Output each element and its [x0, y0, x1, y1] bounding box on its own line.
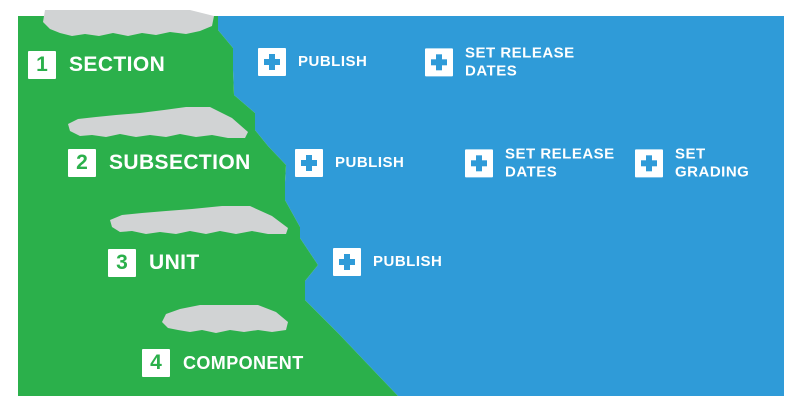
- action-label: PUBLISH: [335, 154, 405, 172]
- action-set-grading-subsection[interactable]: SET GRADING: [635, 145, 749, 180]
- plus-icon: [258, 48, 286, 76]
- torn-strip-4: [162, 305, 288, 333]
- action-label: PUBLISH: [298, 53, 368, 71]
- level-name-label: SUBSECTION: [109, 151, 251, 174]
- level-section[interactable]: 1 SECTION: [28, 51, 165, 79]
- action-set-release-dates-section[interactable]: SET RELEASE DATES: [425, 44, 575, 79]
- torn-strip-2: [68, 107, 248, 138]
- torn-strip-1: [43, 10, 214, 36]
- level-number-badge: 1: [28, 51, 56, 79]
- level-unit[interactable]: 3 UNIT: [108, 249, 200, 277]
- plus-icon: [333, 248, 361, 276]
- plus-icon: [425, 48, 453, 76]
- blue-region: [218, 16, 784, 396]
- action-label: SET RELEASE DATES: [505, 145, 615, 180]
- green-region: [18, 16, 398, 396]
- plus-icon: [295, 149, 323, 177]
- level-component[interactable]: 4 COMPONENT: [142, 349, 304, 377]
- level-number-badge: 3: [108, 249, 136, 277]
- action-label: SET GRADING: [675, 145, 750, 180]
- action-label: PUBLISH: [373, 253, 443, 271]
- level-name-label: SECTION: [69, 53, 166, 76]
- torn-strip-3: [110, 206, 288, 234]
- level-subsection[interactable]: 2 SUBSECTION: [68, 149, 251, 177]
- action-publish-section[interactable]: PUBLISH: [258, 48, 367, 76]
- plus-icon: [635, 149, 663, 177]
- action-label: SET RELEASE DATES: [465, 44, 575, 79]
- action-publish-unit[interactable]: PUBLISH: [333, 248, 442, 276]
- action-publish-subsection[interactable]: PUBLISH: [295, 149, 404, 177]
- level-number-badge: 2: [68, 149, 96, 177]
- action-set-release-dates-subsection[interactable]: SET RELEASE DATES: [465, 145, 615, 180]
- level-name-label: UNIT: [149, 251, 200, 274]
- level-name-label: COMPONENT: [183, 352, 304, 373]
- level-number-badge: 4: [142, 349, 170, 377]
- plus-icon: [465, 149, 493, 177]
